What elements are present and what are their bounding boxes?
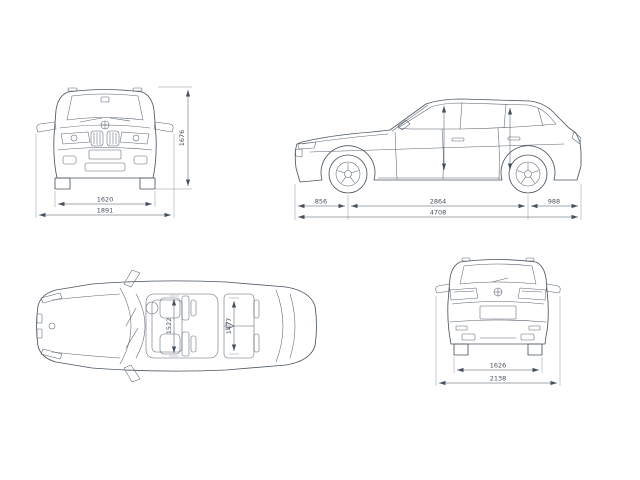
dim-label-front-track: 1620: [97, 196, 114, 204]
top-view-dimensions: 1522 1477: [165, 295, 239, 357]
roof-rail-right: [132, 87, 143, 92]
rear-wiper: [491, 277, 509, 283]
bmw-roundel: [100, 120, 110, 130]
exhaust-right: [520, 333, 535, 341]
top-mirrors: [123, 269, 141, 383]
lower-intake: [84, 162, 126, 172]
dim-label-interior-width-rear: 1477: [225, 318, 233, 335]
taillight-side: [571, 131, 582, 145]
front-wheel: [328, 154, 368, 194]
character-line: [309, 143, 565, 153]
cabin-height-dimension-lines: [441, 106, 513, 170]
rear-bench-top: [223, 293, 260, 359]
rear-body-outline: [447, 257, 549, 345]
a-pillar-line: [391, 104, 429, 132]
top-windshield: [119, 287, 146, 365]
side-intake-left: [62, 155, 77, 165]
top-body-outline: [36, 280, 317, 372]
side-body-outline: [294, 98, 582, 183]
door-seams: [394, 127, 500, 180]
side-mirror: [397, 119, 411, 131]
dim-label-front-height: 1676: [178, 130, 186, 147]
reflector-left: [455, 325, 468, 331]
rear-mirrors: [435, 283, 561, 294]
kidney-top-left: [36, 313, 43, 324]
license-plate: [88, 149, 122, 160]
tailgate-bumper: [449, 301, 547, 341]
rear-wheels: [453, 343, 543, 356]
front-windshield: [66, 93, 144, 123]
dim-label-front-overhang: 856: [315, 198, 327, 206]
rear-wheel: [508, 154, 548, 194]
front-side-mirrors: [36, 121, 174, 133]
headlight-side: [297, 141, 317, 150]
kidney-top-right: [36, 328, 43, 339]
top-roof: [145, 293, 235, 359]
hood-roundel: [48, 322, 56, 330]
roof-rail-left: [67, 87, 78, 92]
headlight-right: [119, 131, 150, 145]
front-view-drawing: [36, 87, 174, 190]
dim-label-rear-track: 1626: [490, 362, 507, 370]
kidney-grille: [90, 130, 120, 147]
door-handle-front: [451, 137, 465, 142]
side-view-drawing: [294, 98, 582, 194]
rear-license-plate: [479, 305, 517, 320]
c-pillar-line: [503, 103, 507, 129]
exhaust-left: [461, 333, 476, 341]
taillight-left: [449, 287, 479, 301]
side-glasshouse: [391, 102, 557, 132]
side-view-dimensions: 856 2864 988 4708: [294, 184, 582, 220]
dim-label-interior-width-front: 1522: [165, 318, 173, 335]
b-pillar-line: [459, 102, 463, 130]
front-body-outline: [53, 87, 157, 179]
reflector-right: [528, 325, 541, 331]
top-front-details: [36, 292, 121, 360]
rear-roundel: [493, 287, 503, 297]
steering-wheel: [145, 301, 159, 315]
dim-label-front-overall-width: 1891: [97, 207, 114, 215]
top-rear-window: [275, 289, 296, 363]
front-seats-top: [145, 295, 197, 357]
roof-rail-left-rear: [461, 257, 471, 262]
roof-rail-right-rear: [525, 257, 535, 262]
side-intake-right: [133, 155, 148, 165]
wipers-top: [125, 307, 139, 349]
front-bumper: [57, 147, 153, 172]
dim-label-wheelbase: 2864: [430, 198, 447, 206]
front-wheels: [54, 177, 156, 190]
headlight-left: [60, 131, 91, 145]
wipers: [79, 117, 131, 123]
top-view-drawing: 1522 1477: [36, 269, 317, 383]
rearview-mirror: [100, 96, 110, 103]
sunroof: [151, 299, 183, 353]
rear-window: [459, 263, 537, 285]
front-grille-side: [294, 148, 303, 158]
rear-view-dimensions: 1626 2138: [435, 296, 561, 386]
headlight-top-a: [40, 292, 63, 304]
dim-label-rear-overhang: 988: [548, 198, 560, 206]
quarter-window-line: [537, 107, 544, 127]
hood-creases: [51, 293, 121, 359]
dim-label-rear-overall-width: 2138: [490, 375, 507, 383]
headlight-top-b: [40, 348, 63, 360]
taillight-right: [517, 287, 547, 301]
dim-label-overall-length: 4708: [430, 209, 447, 217]
front-view-dimensions: 1676 1620 1891: [35, 86, 192, 218]
rear-view-drawing: [435, 257, 561, 356]
